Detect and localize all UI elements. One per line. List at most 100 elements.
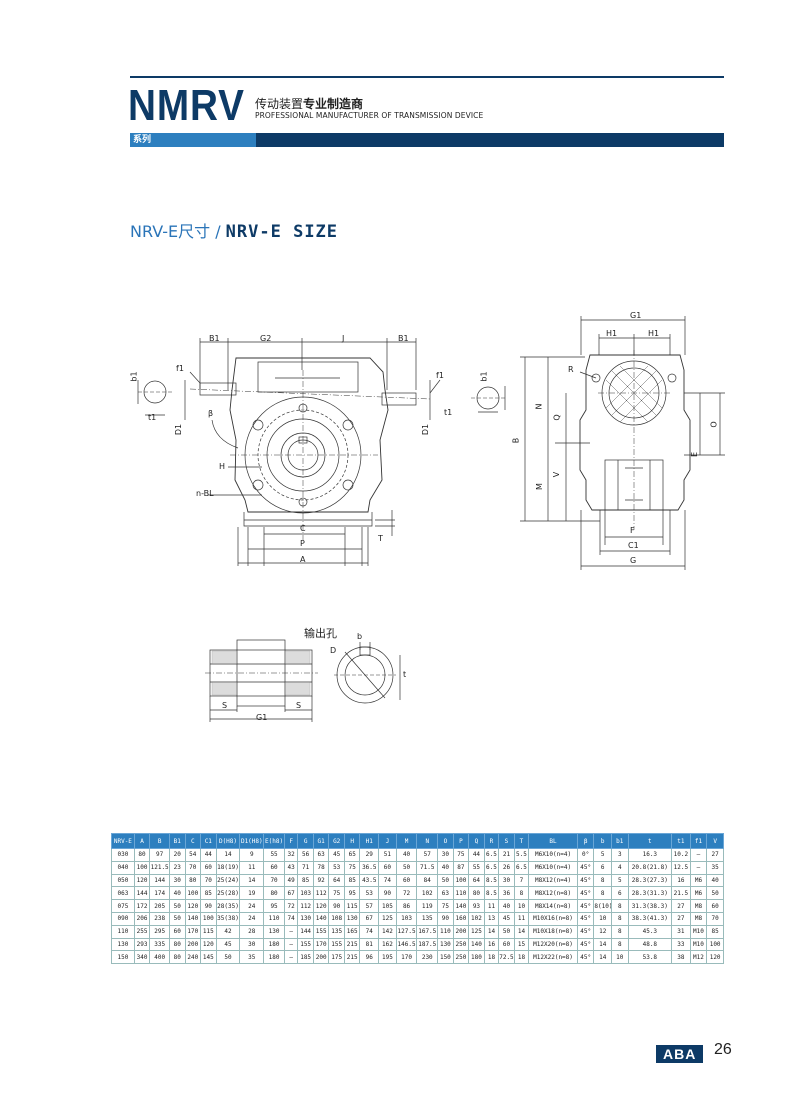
table-cell: 10: [611, 950, 629, 965]
table-cell: –: [283, 924, 299, 939]
table-cell: 20: [168, 848, 186, 862]
table-cell: 335: [149, 937, 170, 952]
table-cell: 8: [593, 873, 613, 888]
dim-label: G: [630, 556, 637, 565]
table-cell: 40: [437, 860, 454, 875]
table-cell: 6: [593, 860, 613, 875]
table-cell: 6.5: [513, 860, 530, 875]
table-cell: 16: [483, 937, 500, 952]
table-cell: M12X20(n=8): [528, 937, 578, 952]
column-header: C1: [200, 833, 217, 849]
table-cell: 135: [328, 924, 345, 939]
dim-label: M: [534, 483, 544, 490]
table-cell: M12: [689, 950, 708, 965]
table-cell: 45.3: [627, 924, 673, 939]
table-cell: 97: [149, 848, 170, 862]
table-cell: M6: [689, 886, 708, 901]
table-cell: 36: [498, 886, 515, 901]
table-cell: 14: [215, 848, 241, 862]
table-cell: 55: [468, 860, 485, 875]
table-cell: 155: [312, 924, 330, 939]
table-cell: 57: [359, 899, 380, 913]
table-cell: 44: [468, 848, 485, 862]
dim-label: C1: [628, 541, 639, 550]
table-cell: 090: [111, 911, 135, 926]
column-header: H1: [359, 833, 380, 849]
table-cell: 96: [359, 950, 380, 965]
table-cell: 250: [452, 950, 470, 965]
table-cell: 30: [168, 873, 186, 888]
table-cell: 105: [378, 899, 397, 913]
table-cell: 112: [312, 886, 330, 901]
column-header: A: [133, 833, 151, 849]
table-cell: 53: [359, 886, 380, 901]
table-cell: M8: [689, 911, 708, 926]
table-cell: 200: [312, 950, 330, 965]
table-cell: 130: [343, 911, 361, 926]
table-cell: 4: [611, 860, 629, 875]
dim-label: t: [403, 670, 407, 679]
table-cell: 74: [378, 873, 397, 888]
table-cell: 67: [359, 911, 380, 926]
table-cell: 120: [706, 950, 724, 965]
table-cell: 205: [149, 899, 170, 913]
table-cell: 100: [184, 886, 202, 901]
table-cell: 45: [328, 848, 345, 862]
table-cell: 36.5: [359, 860, 380, 875]
table-cell: 80: [168, 937, 186, 952]
dim-label: b1: [129, 371, 139, 382]
dim-label: H: [219, 462, 226, 471]
dim-label: E: [690, 451, 700, 458]
column-header: b1: [611, 833, 629, 849]
table-cell: 110: [111, 924, 135, 939]
table-cell: 18(19): [215, 860, 241, 875]
dim-label: n-BL: [196, 489, 214, 498]
table-cell: 93: [468, 899, 485, 913]
table-cell: 125: [468, 924, 485, 939]
table-cell: 55: [263, 848, 285, 862]
column-header: t: [627, 833, 673, 849]
dim-label: f1: [436, 371, 444, 380]
table-cell: 121.5: [149, 860, 170, 875]
table-cell: 180: [468, 950, 485, 965]
table-cell: 8: [611, 911, 629, 926]
table-cell: 293: [133, 937, 151, 952]
table-cell: 174: [149, 886, 170, 901]
column-header: D(H8): [215, 833, 241, 849]
table-cell: 31.3(38.3): [627, 899, 673, 913]
table-cell: 90: [200, 899, 217, 913]
table-cell: 60: [168, 924, 186, 939]
table-cell: 72: [395, 886, 418, 901]
dim-label: D1: [421, 423, 431, 436]
table-cell: 100: [706, 937, 724, 952]
table-cell: M10: [689, 937, 708, 952]
table-cell: 103: [395, 911, 418, 926]
table-cell: 180: [263, 950, 285, 965]
table-cell: 85: [343, 873, 361, 888]
table-cell: 70: [200, 873, 217, 888]
table-cell: 53: [328, 860, 345, 875]
table-cell: 187.5: [416, 937, 439, 952]
table-cell: 80: [184, 873, 202, 888]
table-cell: M12X22(n=8): [528, 950, 578, 965]
table-cell: 60: [498, 937, 515, 952]
column-header: R: [483, 833, 500, 849]
table-cell: 43: [283, 860, 299, 875]
table-cell: 60: [200, 860, 217, 875]
table-cell: 35(38): [215, 911, 241, 926]
page-number: 26: [714, 1041, 732, 1058]
dim-label: G2: [260, 334, 272, 343]
table-cell: 32: [283, 848, 299, 862]
table-cell: 74: [359, 924, 380, 939]
table-cell: 48.8: [627, 937, 673, 952]
table-cell: 400: [149, 950, 170, 965]
table-cell: M10: [689, 924, 708, 939]
table-cell: 50: [498, 924, 515, 939]
table-cell: 10: [593, 911, 613, 926]
section-title: NRV-E尺寸 / NRV-E SIZE: [130, 222, 339, 242]
table-cell: 8(10): [593, 899, 613, 913]
table-cell: 21.5: [671, 886, 691, 901]
series-bar-dark: [256, 133, 724, 147]
